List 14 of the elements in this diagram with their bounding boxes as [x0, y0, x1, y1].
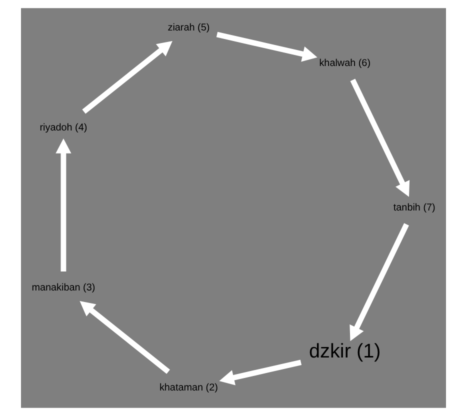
node-text: manakiban (3)	[31, 282, 95, 294]
node-text: riyadoh (4)	[39, 122, 87, 134]
arrow	[218, 360, 302, 386]
node-text: dzkir (1)	[308, 340, 380, 362]
node-text: khalwah (6)	[318, 58, 370, 70]
arrow	[350, 78, 410, 197]
arrow	[82, 41, 172, 114]
arrow	[79, 301, 170, 374]
arrow	[55, 138, 71, 272]
arrow	[349, 223, 408, 342]
node-text: khataman (2)	[158, 382, 218, 394]
node-text: ziarah (5)	[167, 22, 210, 34]
arrow	[216, 32, 317, 62]
node-text: tanbih (7)	[392, 202, 435, 214]
